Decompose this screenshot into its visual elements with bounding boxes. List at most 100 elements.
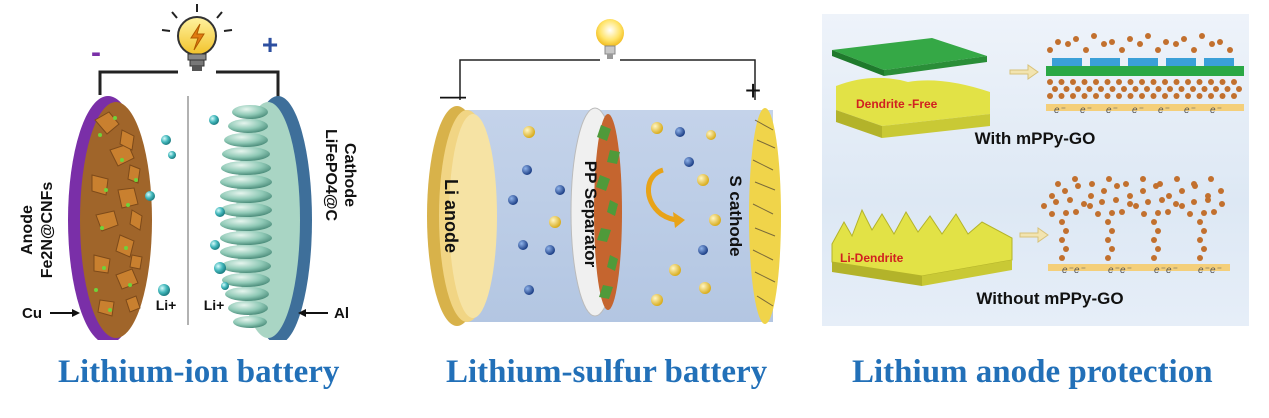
li-anode-label: Li anode <box>441 179 461 253</box>
curved-arrow-icon <box>646 167 685 228</box>
lithium-deposit-dot <box>1201 210 1207 216</box>
lithium-deposit-dot <box>1106 176 1112 182</box>
svg-text:e⁻: e⁻ <box>1158 105 1170 116</box>
lithium-deposit-dot <box>1070 93 1076 99</box>
lithium-deposit-dot <box>1059 219 1065 225</box>
lithium-deposit-dot <box>1208 176 1214 182</box>
lithium-deposit-dot <box>1151 255 1157 261</box>
s-cathode-disc <box>749 108 781 324</box>
svg-text:e⁻: e⁻ <box>1210 265 1222 276</box>
lithium-deposit-dot <box>1140 188 1146 194</box>
ion-spheres <box>508 122 721 306</box>
lithium-deposit-dot <box>1141 211 1147 217</box>
lithium-deposit-dot <box>1165 209 1171 215</box>
lithium-deposit-dot <box>1058 79 1065 85</box>
lithium-deposit-dot <box>1073 36 1079 42</box>
lithium-deposit-dot <box>1089 181 1095 187</box>
lithium-deposit-dot <box>1137 41 1143 47</box>
wire-left <box>98 70 178 95</box>
svg-text:e⁻: e⁻ <box>1120 265 1132 276</box>
lithium-deposit-dot <box>1150 93 1157 99</box>
dendrite-structure <box>1041 176 1225 261</box>
lithium-deposit-dot <box>1116 79 1122 85</box>
wire-right <box>620 59 756 100</box>
electron-labels-with: e⁻ e⁻ e⁻ e⁻ e⁻ e⁻ e⁻ <box>1054 105 1222 116</box>
lithium-deposit-dot <box>1201 228 1207 234</box>
lithium-deposit-dot <box>1132 86 1139 92</box>
lithium-deposit-dot <box>1155 246 1161 252</box>
lithium-deposit-dot <box>1236 86 1242 92</box>
lithium-ion-panel: - + <box>0 0 400 344</box>
lithium-deposit-dot <box>1227 47 1233 53</box>
lithium-deposit-dot <box>1049 193 1055 199</box>
lithium-deposit-dot <box>1231 79 1237 85</box>
lithium-deposit-dot <box>1218 188 1224 194</box>
lithium-deposit-dot <box>1088 193 1094 199</box>
svg-text:e⁻: e⁻ <box>1054 105 1066 116</box>
lithium-deposit-dot <box>1127 201 1133 207</box>
lithium-deposit-dot <box>1067 197 1073 203</box>
lithium-deposit-dot <box>1173 79 1180 85</box>
lithium-deposit-dot <box>1059 237 1065 243</box>
lithium-deposit-dot <box>1197 255 1203 261</box>
dendrite-free-slab <box>836 77 990 138</box>
lithium-deposit-dot <box>1101 41 1107 47</box>
caption-lithium-anode-protection: Lithium anode protection <box>852 354 1213 390</box>
lithium-deposit-dot <box>1196 79 1203 85</box>
lithium-deposit-dot <box>1109 210 1115 216</box>
svg-text:e⁻: e⁻ <box>1166 265 1178 276</box>
lithium-deposit-dot <box>1109 86 1116 92</box>
lithium-deposit-dot <box>1187 211 1193 217</box>
svg-text:e⁻: e⁻ <box>1154 265 1166 276</box>
mppy-go-sheet <box>832 38 987 76</box>
lithium-deposit-dot <box>1157 181 1163 187</box>
caption-lithium-sulfur: Lithium-sulfur battery <box>446 354 768 390</box>
lithium-deposit-dot <box>1151 237 1157 243</box>
lithium-deposit-dot <box>1123 181 1129 187</box>
lithium-deposit-dot <box>1119 47 1125 53</box>
lithium-deposit-dot <box>1201 246 1207 252</box>
lithium-deposit-dot <box>1087 203 1093 209</box>
wire-left <box>459 59 600 100</box>
lithium-deposit-dot <box>1095 211 1101 217</box>
lithium-deposit-dot <box>1086 86 1093 92</box>
lithium-deposit-dot <box>1205 193 1211 199</box>
lithium-deposit-dot <box>1070 79 1076 85</box>
lithium-deposit-dot <box>1139 93 1145 99</box>
lithium-anode-protection-panel: Dendrite -Free e⁻ e⁻ e⁻ e⁻ e⁻ e⁻ e⁻ With… <box>822 14 1249 326</box>
lithium-deposit-dot <box>1063 228 1069 234</box>
lithium-deposit-dot <box>1109 228 1115 234</box>
pp-separator-label: PP Separator <box>581 161 600 268</box>
lithium-deposit-dot <box>1127 193 1133 199</box>
lithium-deposit-dot <box>1162 93 1168 99</box>
lithium-deposit-dot <box>1163 39 1169 45</box>
lithium-deposit-dot <box>1113 197 1119 203</box>
lithium-deposit-dot <box>1041 203 1047 209</box>
lithium-deposit-dot <box>1217 39 1223 45</box>
lithium-deposit-dot <box>1081 93 1088 99</box>
lithium-deposit-dot <box>1127 36 1133 42</box>
lithium-deposit-dot <box>1209 41 1215 47</box>
lithium-deposit-dot <box>1162 79 1168 85</box>
cu-label: Cu <box>22 305 42 322</box>
lithium-deposit-dot <box>1174 176 1180 182</box>
lithium-deposit-dot <box>1208 79 1214 85</box>
lithium-deposit-dot <box>1055 39 1061 45</box>
lithium-deposit-dot <box>1105 219 1111 225</box>
svg-text:e⁻: e⁻ <box>1074 265 1086 276</box>
lithium-deposit-dot <box>1208 93 1214 99</box>
lithium-deposit-dot <box>1144 86 1150 92</box>
lithium-deposit-dot <box>1116 93 1122 99</box>
minus-sign: - <box>91 36 101 69</box>
lithium-deposit-dot <box>1219 201 1225 207</box>
electron-labels-without: e⁻ e⁻ e⁻ e⁻ e⁻ e⁻ e⁻ e⁻ <box>1062 265 1222 276</box>
lithium-deposit-dot <box>1105 255 1111 261</box>
lithium-deposit-dot <box>1211 209 1217 215</box>
current-collector-bottom <box>1048 264 1230 271</box>
lithium-deposit-dot <box>1127 93 1134 99</box>
lithium-deposit-dot <box>1062 188 1068 194</box>
arrow-icon <box>1019 227 1049 243</box>
lithium-deposit-dot <box>1190 86 1196 92</box>
lithium-deposit-dot <box>1091 33 1097 39</box>
lithium-deposit-dot <box>1109 39 1115 45</box>
